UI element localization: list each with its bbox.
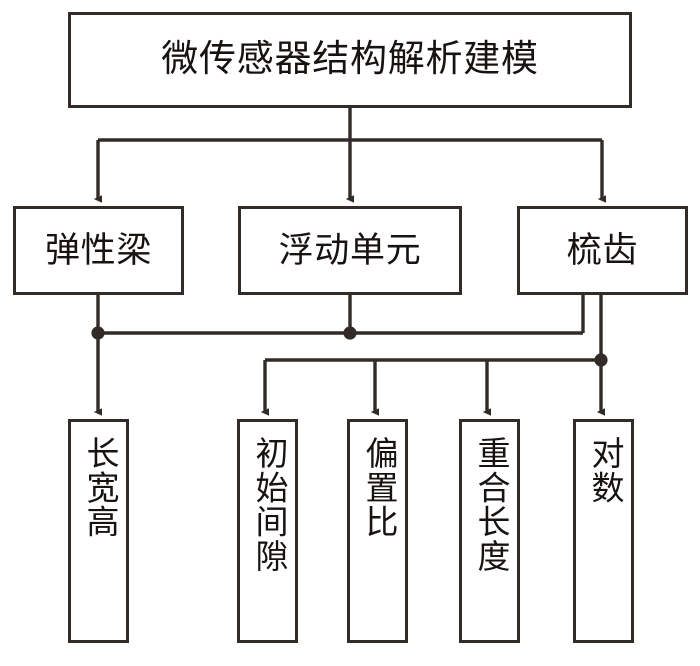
node-pair-count[interactable]: 对数 [573,419,634,643]
node-elastic-beam[interactable]: 弹性梁 [13,206,184,295]
node-floating-unit[interactable]: 浮动单元 [238,206,462,295]
node-overlap-length-label: 重合长度 [472,436,508,574]
junction-dot-comb-teeth [594,353,608,367]
junction-dot-elastic-beam [91,326,105,340]
node-root[interactable]: 微传感器结构解析建模 [68,12,632,108]
node-initial-gap[interactable]: 初始间隙 [237,419,298,643]
node-root-label: 微传感器结构解析建模 [161,39,539,81]
node-overlap-length[interactable]: 重合长度 [459,419,520,643]
node-floating-unit-label: 浮动单元 [278,230,422,270]
node-comb-teeth[interactable]: 梳齿 [517,206,688,295]
junction-dots [91,326,608,367]
node-length-width-height[interactable]: 长宽高 [68,419,129,643]
node-elastic-beam-label: 弹性梁 [44,230,153,270]
node-comb-teeth-label: 梳齿 [566,230,639,270]
node-initial-gap-label: 初始间隙 [250,436,286,574]
node-pair-count-label: 对数 [586,436,622,505]
node-offset-ratio-label: 偏置比 [360,436,396,539]
node-offset-ratio[interactable]: 偏置比 [347,419,408,643]
junction-dot-floating-unit [343,326,357,340]
node-length-width-height-label: 长宽高 [81,436,117,539]
